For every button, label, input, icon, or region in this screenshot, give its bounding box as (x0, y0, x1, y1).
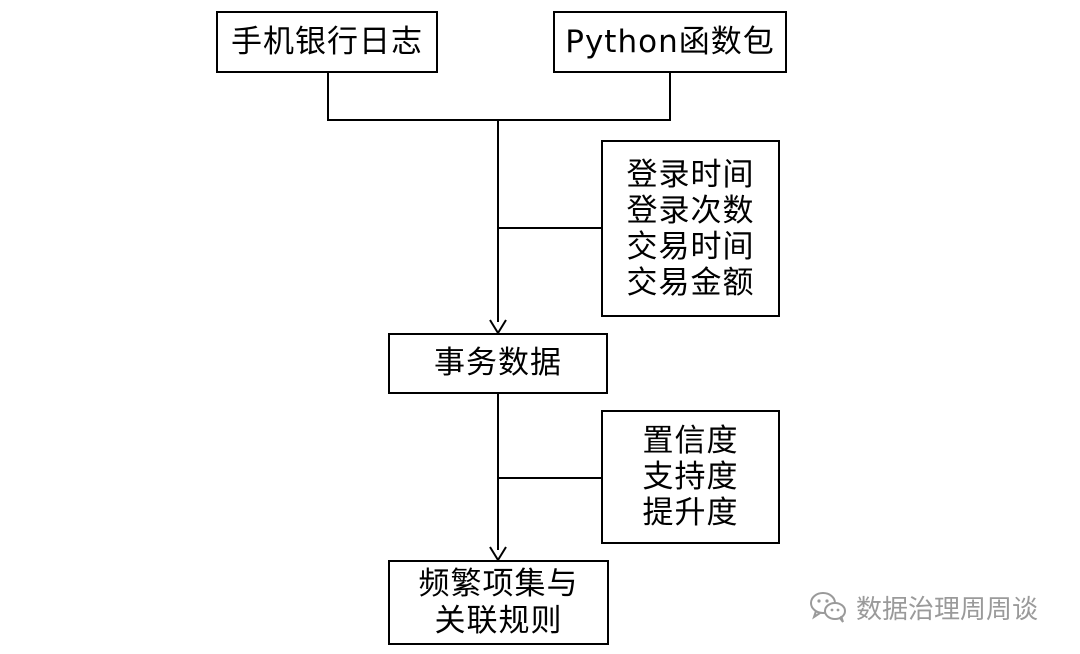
source-mobile-banking-log-label: 手机银行日志 (231, 23, 423, 60)
feature-item: 登录次数 (626, 192, 755, 229)
feature-item: 交易时间 (626, 228, 755, 265)
metric-item: 提升度 (642, 495, 739, 531)
wechat-icon (810, 592, 846, 623)
metric-item: 支持度 (642, 459, 739, 495)
frequent-itemsets-rules-box: 频繁项集与 关联规则 (388, 560, 609, 645)
connector-features-branch (497, 227, 602, 229)
connector-merge-horizontal (327, 119, 671, 121)
watermark: 数据治理周周谈 (808, 587, 1038, 627)
source-python-package: Python函数包 (553, 11, 787, 73)
source-mobile-banking-log: 手机银行日志 (216, 11, 438, 73)
connector-main-lower (497, 393, 499, 550)
connector-main-upper (497, 119, 499, 322)
connector-right-down (669, 72, 671, 120)
feature-item: 交易金额 (626, 264, 755, 301)
watermark-text: 数据治理周周谈 (856, 594, 1039, 625)
transaction-data-label: 事务数据 (434, 345, 562, 381)
result-label-line: 关联规则 (434, 602, 563, 639)
connector-left-down (327, 72, 329, 120)
feature-list-box: 登录时间 登录次数 交易时间 交易金额 (601, 140, 780, 317)
metric-list-box: 置信度 支持度 提升度 (601, 410, 780, 544)
connector-metrics-branch (497, 477, 602, 479)
source-python-package-label: Python函数包 (565, 23, 775, 60)
transaction-data-box: 事务数据 (388, 333, 608, 394)
metric-item: 置信度 (642, 423, 739, 459)
feature-item: 登录时间 (626, 156, 755, 193)
result-label-line: 频繁项集与 (418, 565, 579, 602)
